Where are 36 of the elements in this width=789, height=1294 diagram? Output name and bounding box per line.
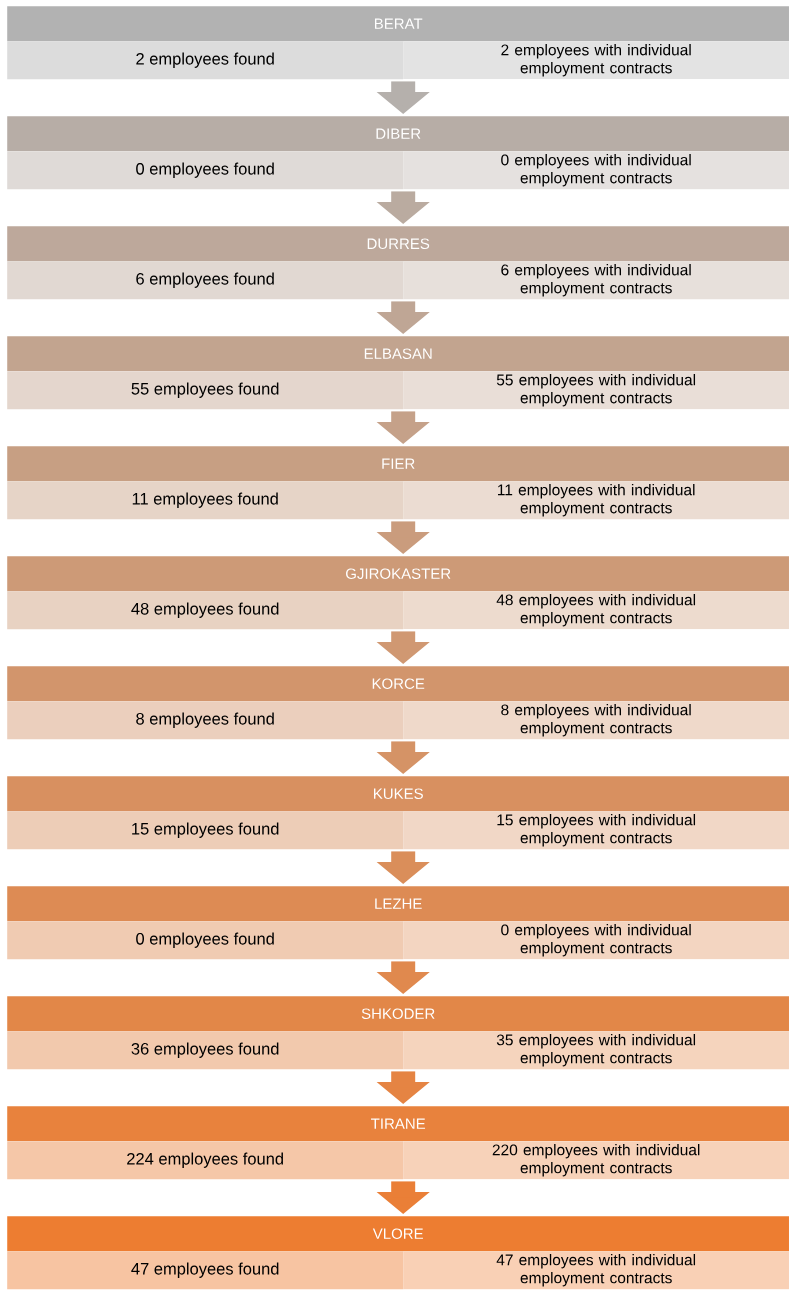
count-cell: 55 employees found [7, 371, 404, 410]
contract-cell: 15 employees with individual employment contracts [403, 811, 789, 850]
header-bar: VLORE [7, 1216, 789, 1252]
contract-cell: 220 employees with individual employment contracts [403, 1141, 789, 1180]
header-bar: FIER [7, 446, 789, 482]
contract-cell: 35 employees with individual employment contracts [403, 1031, 789, 1070]
count-cell: 6 employees found [7, 261, 404, 300]
contract-cell: 2 employees with individual employment contracts [403, 41, 789, 80]
header-bar: KORCE [7, 666, 789, 702]
header-bar: GJIROKASTER [7, 556, 789, 592]
contract-cell: 47 employees with individual employment contracts [403, 1251, 789, 1290]
count-cell: 47 employees found [7, 1251, 404, 1290]
contract-cell: 8 employees with individual employment contracts [403, 701, 789, 740]
count-cell: 11 employees found [7, 481, 404, 520]
header-bar: DIBER [7, 116, 789, 152]
contract-cell: 55 employees with individual employment contracts [403, 371, 789, 410]
header-bar: DURRES [7, 226, 789, 262]
contract-cell: 0 employees with individual employment contracts [403, 921, 789, 960]
header-bar: KUKES [7, 776, 789, 812]
contract-cell: 6 employees with individual employment contracts [403, 261, 789, 300]
count-cell: 0 employees found [7, 151, 404, 190]
count-cell: 15 employees found [7, 811, 404, 850]
header-bar: SHKODER [7, 996, 789, 1032]
header-bar: TIRANE [7, 1106, 789, 1142]
count-cell: 0 employees found [7, 921, 404, 960]
contract-cell: 11 employees with individual employment contracts [403, 481, 789, 520]
contract-cell: 0 employees with individual employment contracts [403, 151, 789, 190]
header-bar: ELBASAN [7, 336, 789, 372]
header-bar: LEZHE [7, 886, 789, 922]
header-bar: BERAT [7, 6, 789, 42]
count-cell: 48 employees found [7, 591, 404, 630]
count-cell: 224 employees found [7, 1141, 404, 1180]
contract-cell: 48 employees with individual employment contracts [403, 591, 789, 630]
count-cell: 2 employees found [7, 41, 404, 80]
count-cell: 8 employees found [7, 701, 404, 740]
count-cell: 36 employees found [7, 1031, 404, 1070]
